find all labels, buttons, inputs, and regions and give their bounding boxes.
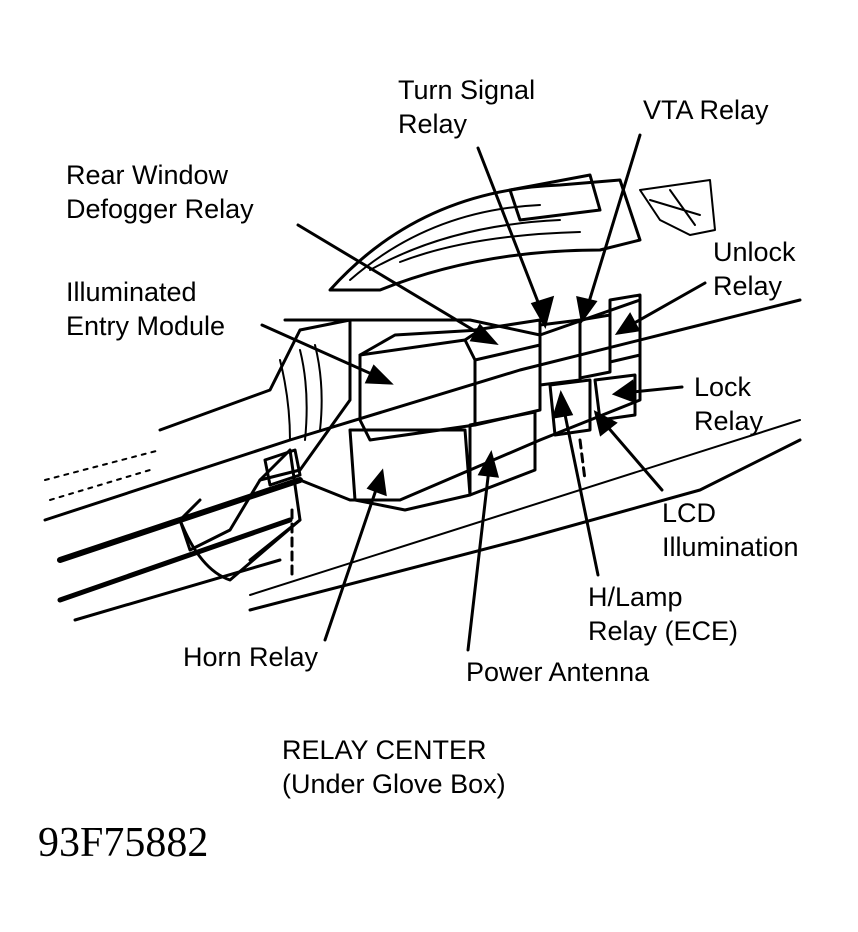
wire-harness	[328, 178, 642, 292]
arrowhead-lock	[611, 379, 636, 404]
dash-panel-strip	[43, 298, 802, 522]
wire-harness	[349, 204, 581, 281]
arrowhead-power-antenna	[477, 450, 500, 478]
dotted-left	[44, 449, 161, 501]
arrowhead-unlock	[614, 312, 641, 335]
connector-plug	[263, 448, 302, 487]
leader-lcd	[598, 416, 664, 492]
caption-title: RELAY CENTER	[282, 735, 487, 765]
horn-relay-box	[348, 428, 472, 512]
defogger-relay-box	[473, 343, 542, 427]
harness-bracket	[178, 518, 302, 582]
arrowhead-defogger	[469, 323, 499, 346]
leader-horn	[323, 476, 382, 642]
arrowhead-hlamp	[551, 389, 574, 419]
arrowhead-turn-signal	[530, 295, 555, 329]
label-lock-relay: Lock Relay	[694, 372, 764, 436]
dash-panel-strip	[249, 419, 801, 596]
leader-unlock	[620, 281, 707, 332]
illuminated-entry-module-top	[358, 328, 482, 357]
coil-lines	[279, 344, 323, 441]
label-rear-window-defogger-relay: Rear Window Defogger Relay	[66, 160, 254, 224]
arrowhead-illuminated-entry	[364, 364, 394, 385]
lock-relay-box	[593, 373, 637, 422]
label-horn-relay: Horn Relay	[183, 642, 319, 672]
leader-power-antenna	[466, 458, 492, 652]
label-turn-signal-relay: Turn Signal Relay	[398, 75, 536, 139]
label-unlock-relay: Unlock Relay	[713, 237, 796, 301]
leader-vta	[583, 133, 642, 317]
unlock-relay-box	[608, 293, 642, 364]
arrowhead-lcd	[593, 410, 618, 437]
vta-relay-box	[578, 313, 612, 380]
leader-hlamp	[560, 398, 600, 577]
arrowhead-horn	[366, 468, 387, 497]
label-vta-relay: VTA Relay	[643, 95, 769, 125]
wire-harness-tail	[639, 179, 716, 236]
dash-panel-strip	[73, 558, 282, 622]
harness-bracket	[248, 448, 302, 562]
label-power-antenna: Power Antenna	[466, 657, 650, 687]
leader-illuminated-entry	[260, 323, 387, 382]
leader-defogger	[296, 223, 492, 342]
dash-panel-strip	[57, 517, 293, 603]
label-illuminated-entry-module: Illuminated Entry Module	[66, 277, 226, 341]
leader-turn-signal	[476, 146, 547, 322]
figure-code: 93F75882	[38, 820, 209, 866]
arrowhead-vta	[576, 296, 598, 324]
turn-signal-relay-box	[538, 318, 582, 387]
label-lcd-illumination: LCD Illumination	[662, 498, 799, 562]
fastener-line	[578, 438, 587, 482]
dash-panel-strip	[248, 438, 802, 612]
caption-subtitle: (Under Glove Box)	[282, 769, 506, 799]
label-h-lamp-relay-ece: H/Lamp Relay (ECE)	[588, 582, 739, 646]
wire-harness	[508, 173, 602, 222]
power-antenna-box	[468, 410, 537, 497]
